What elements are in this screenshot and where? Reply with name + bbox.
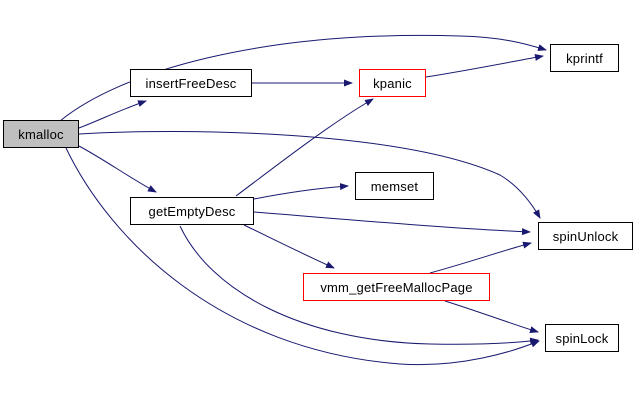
call-edge-getEmptyDesc-to-spinLock (179, 225, 539, 345)
call-edge-kmalloc-to-spinLock (65, 147, 540, 366)
graph-node-label: spinUnlock (552, 228, 619, 244)
call-edge-kmalloc-to-getEmptyDesc (78, 145, 157, 193)
graph-node-insertFreeDesc[interactable]: insertFreeDesc (130, 69, 252, 97)
call-edge-getEmptyDesc-to-kpanic (235, 98, 374, 197)
call-edge-getEmptyDesc-to-memset (253, 183, 349, 200)
call-edge-getEmptyDesc-to-vmm_getFreeMallocPage (243, 224, 335, 269)
call-edge-kmalloc-to-spinUnlock (78, 131, 541, 219)
graph-node-label: kmalloc (18, 126, 64, 142)
graph-node-memset[interactable]: memset (355, 172, 434, 200)
call-edge-vmm_getFreeMallocPage-to-spinUnlock (429, 241, 532, 274)
graph-node-vmm_getFreeMallocPage[interactable]: vmm_getFreeMallocPage (303, 273, 490, 301)
graph-node-getEmptyDesc[interactable]: getEmptyDesc (130, 197, 254, 225)
graph-node-label: kprintf (566, 50, 603, 66)
graph-node-label: getEmptyDesc (148, 203, 236, 219)
graph-node-spinLock[interactable]: spinLock (545, 324, 619, 352)
graph-node-kmalloc[interactable]: kmalloc (3, 120, 79, 148)
call-edge-vmm_getFreeMallocPage-to-spinLock (444, 300, 539, 333)
graph-node-label: vmm_getFreeMallocPage (320, 279, 473, 295)
graph-node-spinUnlock[interactable]: spinUnlock (538, 222, 633, 250)
call-edge-kmalloc-to-kprintf (59, 34, 547, 122)
call-edge-kpanic-to-kprintf (425, 53, 544, 78)
graph-node-kprintf[interactable]: kprintf (550, 44, 619, 72)
graph-node-kpanic[interactable]: kpanic (359, 69, 426, 97)
call-edge-getEmptyDesc-to-spinUnlock (253, 211, 531, 236)
call-edge-kmalloc-to-insertFreeDesc (78, 100, 147, 129)
edge-paths (59, 34, 547, 366)
graph-node-label: memset (370, 178, 419, 194)
graph-node-label: insertFreeDesc (145, 75, 237, 91)
graph-node-label: spinLock (555, 330, 609, 346)
graph-node-label: kpanic (373, 75, 412, 91)
